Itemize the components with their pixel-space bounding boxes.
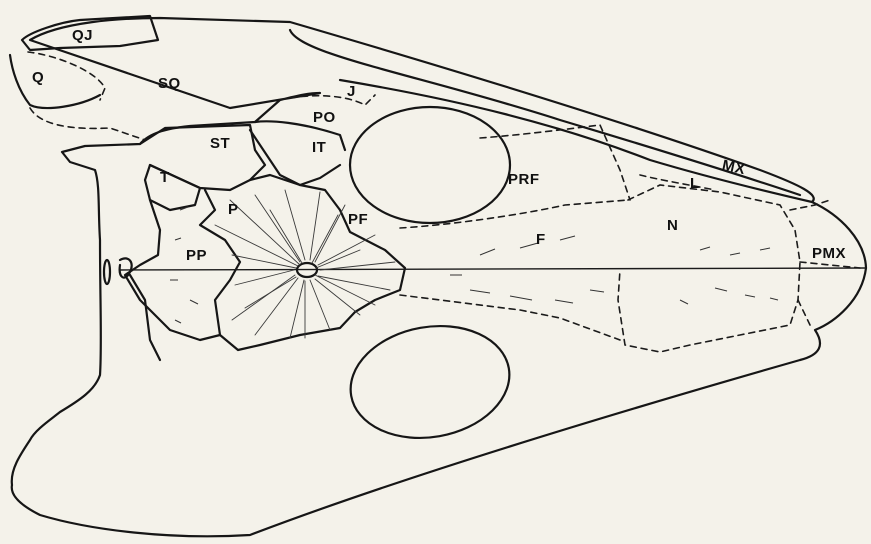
label-it: IT: [312, 140, 326, 155]
lacrimal-suture: [640, 175, 715, 190]
label-prf: PRF: [508, 172, 540, 187]
label-pp: PP: [186, 248, 207, 263]
frontal-lower-suture: [400, 295, 620, 340]
supratemporal-outline: [140, 125, 265, 190]
skull-midline: [120, 268, 866, 270]
label-st: ST: [210, 136, 230, 151]
label-p: P: [228, 202, 239, 217]
squamosal-suture: [30, 108, 145, 140]
lower-fenestra: [342, 314, 519, 450]
maxilla-inner-rim: [340, 80, 812, 202]
label-j: J: [347, 84, 356, 99]
bone-pitting: [170, 207, 778, 323]
label-po: PO: [313, 110, 336, 125]
label-pmx: PMX: [812, 246, 846, 261]
label-sq: SQ: [158, 76, 181, 91]
label-f: F: [536, 232, 546, 247]
tabular-outline: [145, 165, 200, 210]
label-mx: MX: [721, 158, 747, 178]
label-t: T: [160, 170, 170, 185]
label-qj: QJ: [72, 28, 93, 43]
quadrate-outline: [10, 55, 100, 108]
label-n: N: [667, 218, 678, 233]
label-l: L: [690, 176, 700, 191]
label-q: Q: [32, 70, 44, 85]
skull-outline: [12, 18, 866, 536]
occipital-foramen: [104, 260, 110, 284]
label-pf: PF: [348, 212, 368, 227]
orbit: [350, 107, 510, 223]
occipital-flange: [130, 275, 160, 360]
